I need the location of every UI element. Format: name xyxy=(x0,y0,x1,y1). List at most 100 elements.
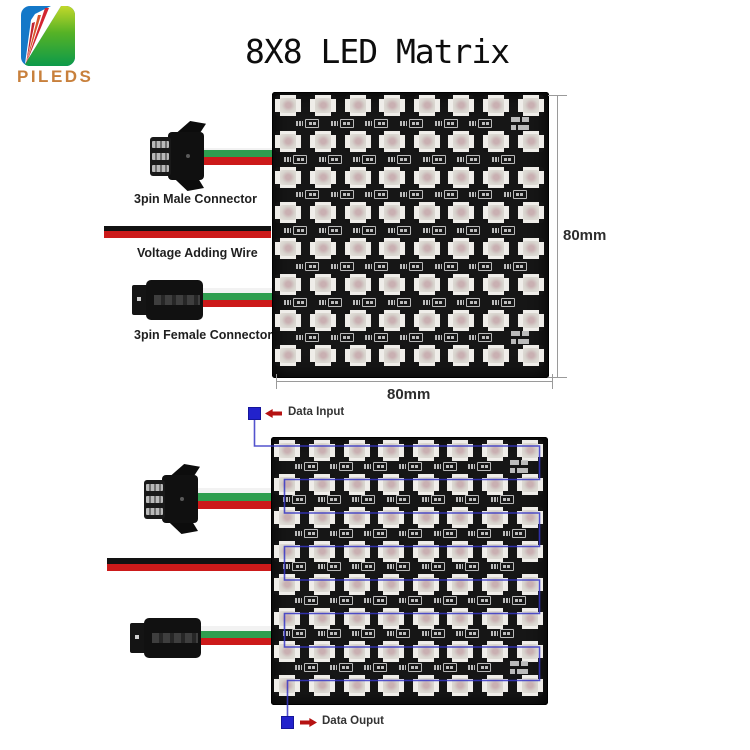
led-chip xyxy=(379,273,406,295)
silkscreen-mark xyxy=(433,461,457,471)
silkscreen-mark xyxy=(433,528,457,538)
led-chip xyxy=(412,507,439,528)
voltage-wire-red xyxy=(104,231,271,238)
led-chip xyxy=(378,574,405,595)
led-chip xyxy=(516,507,543,528)
silkscreen-mark xyxy=(422,154,446,164)
led-chip xyxy=(517,95,544,116)
silkscreen-mark xyxy=(502,595,526,605)
led-chip xyxy=(378,674,405,696)
led-chip xyxy=(448,238,475,259)
led-chip xyxy=(379,166,406,188)
led-matrix-panel-bottom xyxy=(271,437,548,705)
silkscreen-mark xyxy=(503,261,527,271)
silkscreen-mark xyxy=(398,662,422,672)
led-chip xyxy=(516,641,543,662)
silkscreen-mark xyxy=(283,495,306,504)
led-chip xyxy=(274,574,301,595)
led-chip xyxy=(412,641,439,662)
led-chip xyxy=(447,674,474,696)
led-chip xyxy=(448,345,475,367)
silkscreen-mark xyxy=(284,297,307,307)
led-chip xyxy=(308,674,335,696)
led-chip xyxy=(309,273,336,295)
silkscreen-mark xyxy=(457,154,481,164)
led-chip xyxy=(344,130,371,152)
silkscreen-mark xyxy=(386,629,410,638)
led-chip xyxy=(275,95,302,116)
width-dimension-label: 80mm xyxy=(387,386,431,403)
led-chip xyxy=(275,202,302,224)
led-chip xyxy=(483,130,510,152)
silkscreen-mark xyxy=(491,226,515,235)
silkscreen-mark xyxy=(398,595,422,605)
led-chip xyxy=(344,309,371,331)
silkscreen-mark xyxy=(503,190,527,200)
led-chip xyxy=(308,507,335,528)
silkscreen-mark xyxy=(468,461,492,471)
silkscreen-mark xyxy=(490,562,514,571)
led-chip xyxy=(447,641,474,662)
silkscreen-mark xyxy=(421,562,445,571)
silkscreen-mark xyxy=(387,226,411,235)
led-chip xyxy=(309,309,336,331)
led-chip xyxy=(482,440,509,461)
voltage-wire-red xyxy=(107,564,271,571)
led-chip xyxy=(482,607,509,629)
data-input-label: Data Input xyxy=(288,406,345,418)
led-chip xyxy=(379,130,406,152)
silkscreen-mark xyxy=(422,297,446,307)
led-chip xyxy=(344,273,371,295)
led-chip xyxy=(516,674,543,696)
voltage-wire-black xyxy=(107,558,271,564)
silkscreen-corner-mark xyxy=(511,116,533,130)
silkscreen-mark xyxy=(284,226,307,235)
led-chip xyxy=(413,166,440,188)
led-chip xyxy=(517,166,544,188)
led-chip xyxy=(412,440,439,461)
male-wire-red xyxy=(204,157,272,165)
silkscreen-mark xyxy=(469,261,493,271)
silkscreen-mark xyxy=(469,190,493,200)
silkscreen-mark xyxy=(434,333,458,343)
silkscreen-mark xyxy=(296,333,319,343)
led-chip xyxy=(379,95,406,116)
connector-slot xyxy=(152,633,198,643)
led-chip xyxy=(483,166,510,188)
silkscreen-mark xyxy=(399,190,423,200)
led-chip xyxy=(274,540,301,562)
led-chip xyxy=(275,166,302,188)
led-chip xyxy=(447,473,474,495)
connector-body xyxy=(162,475,198,523)
led-chip xyxy=(274,473,301,495)
led-chip xyxy=(308,641,335,662)
silkscreen-mark xyxy=(457,297,481,307)
male-connector xyxy=(150,121,206,191)
led-chip xyxy=(412,540,439,562)
silkscreen-mark xyxy=(295,595,318,605)
silkscreen-mark xyxy=(353,226,377,235)
silkscreen-mark xyxy=(329,528,353,538)
led-chip xyxy=(378,473,405,495)
led-chip xyxy=(448,166,475,188)
silkscreen-mark xyxy=(421,629,445,638)
led-chip xyxy=(516,473,543,495)
female-wire-green xyxy=(199,293,272,300)
led-chip xyxy=(482,674,509,696)
silkscreen-mark xyxy=(456,562,480,571)
led-chip xyxy=(516,574,543,595)
female-connector xyxy=(132,280,203,320)
silkscreen-mark xyxy=(317,495,341,504)
silkscreen-mark xyxy=(318,154,342,164)
led-chip xyxy=(483,202,510,224)
silkscreen-mark xyxy=(434,118,458,128)
led-chip xyxy=(482,540,509,562)
connector-body xyxy=(168,132,204,180)
silkscreen-mark xyxy=(330,190,354,200)
silkscreen-corner-mark xyxy=(510,660,532,674)
male-wire-red xyxy=(198,501,272,509)
led-chip xyxy=(274,674,301,696)
led-chip xyxy=(309,345,336,367)
connector-dot xyxy=(135,635,139,639)
silkscreen-mark xyxy=(468,595,492,605)
